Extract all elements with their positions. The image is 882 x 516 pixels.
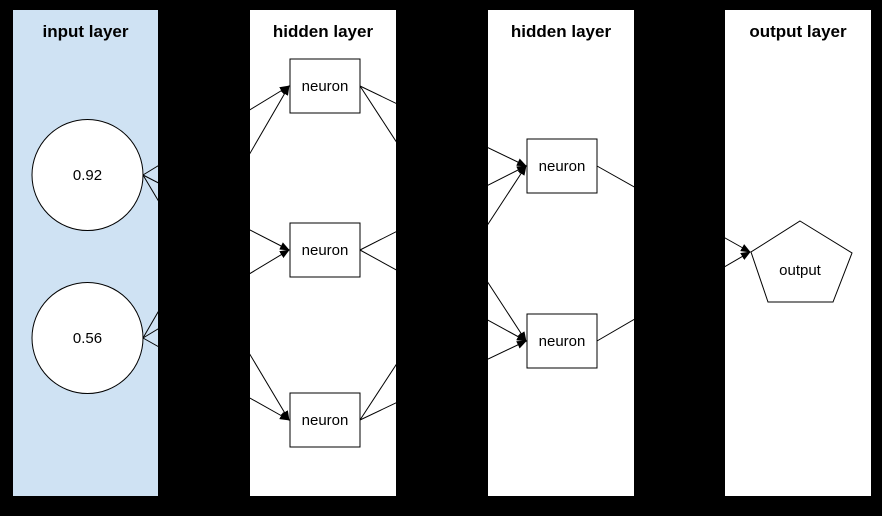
layer-panel-hidden-2: hidden layer — [488, 10, 634, 496]
neuron-box — [289, 58, 361, 114]
connection-line — [359, 165, 527, 421]
connection-line — [142, 85, 290, 339]
connection-line — [359, 340, 527, 421]
input-node-circle — [31, 282, 144, 394]
hidden1-neuron-2: neuron — [289, 222, 361, 278]
connection-line — [596, 251, 751, 342]
neuron-box — [289, 222, 361, 278]
hidden1-neuron-1: neuron — [289, 58, 361, 114]
input-node-value: 0.56 — [73, 330, 102, 347]
connections-input-to-hidden1 — [142, 85, 290, 421]
output-pentagon — [750, 220, 853, 303]
neuron-label: neuron — [302, 412, 349, 429]
input-node-1: 0.92 — [31, 119, 144, 231]
output-label: output — [779, 262, 822, 279]
connection-line — [359, 249, 527, 342]
connection-line — [142, 85, 290, 176]
neuron-box — [526, 138, 598, 194]
hidden2-neuron-1: neuron — [526, 138, 598, 194]
hidden1-neuron-3: neuron — [289, 392, 361, 448]
layer-panel-input: input layer — [13, 10, 158, 496]
hidden2-neuron-2: neuron — [526, 313, 598, 369]
neuron-label: neuron — [302, 242, 349, 259]
layer-title-hidden-2: hidden layer — [510, 22, 612, 41]
input-node-circle — [31, 119, 144, 231]
connection-line — [359, 85, 527, 167]
connection-line — [142, 174, 290, 421]
connection-line — [359, 165, 527, 251]
neuron-box — [289, 392, 361, 448]
connection-line — [142, 249, 290, 339]
neuron-box — [526, 313, 598, 369]
layer-title-hidden-1: hidden layer — [272, 22, 374, 41]
neuron-label: neuron — [539, 333, 586, 350]
neuron-label: neuron — [302, 78, 349, 95]
layer-title-input: input layer — [42, 22, 129, 41]
input-node-2: 0.56 — [31, 282, 144, 394]
connections-hidden1-to-hidden2 — [359, 85, 527, 421]
connection-line — [596, 165, 751, 253]
input-node-value: 0.92 — [73, 167, 102, 184]
output-node: output — [750, 220, 853, 303]
layer-title-output: output layer — [749, 22, 847, 41]
connections-hidden2-to-output — [596, 165, 751, 342]
connection-line — [359, 85, 527, 342]
neuron-label: neuron — [539, 158, 586, 175]
connection-line — [142, 337, 290, 421]
